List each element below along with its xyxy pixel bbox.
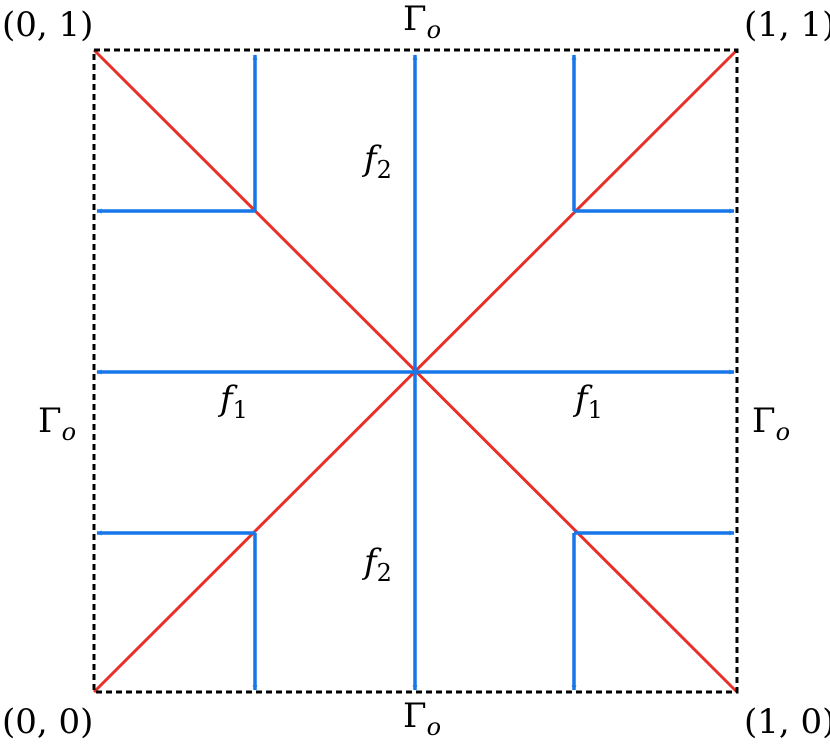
flux-arrows <box>96 54 735 691</box>
corner-label-bottom-left: (0, 0) <box>2 702 93 742</box>
boundary-label-right: Γo <box>752 401 790 446</box>
flux-label-left: f1 <box>217 379 248 424</box>
boundary-label-bottom: Γo <box>403 696 441 741</box>
corner-label-bottom-right: (1, 0) <box>744 702 830 742</box>
boundary-label-left: Γo <box>38 401 76 446</box>
flux-label-lower: f2 <box>361 542 392 587</box>
domain-boundary <box>92 48 739 694</box>
boundary-label-top: Γo <box>403 0 441 44</box>
flux-label-right: f1 <box>572 379 603 424</box>
corner-label-top-right: (1, 1) <box>744 5 830 45</box>
flux-label-upper: f2 <box>361 139 392 184</box>
corner-label-top-left: (0, 1) <box>2 5 93 45</box>
